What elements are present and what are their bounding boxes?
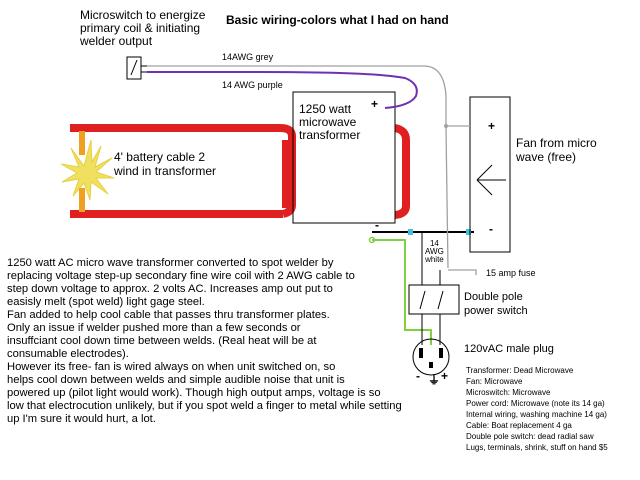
fan-arrow-icon bbox=[476, 164, 506, 196]
diagram-title: Basic wiring-colors what I had on hand bbox=[226, 13, 449, 27]
fuse-line bbox=[448, 269, 477, 275]
purple-wire-label: 14 AWG purple bbox=[222, 80, 283, 90]
cable-right-run bbox=[394, 124, 410, 219]
bus-connector bbox=[408, 229, 413, 235]
plug-icon bbox=[412, 338, 450, 376]
plug-minus: - bbox=[416, 369, 420, 383]
fan-label: Fan from micro wave (free) bbox=[516, 136, 597, 164]
switch-pole-right bbox=[437, 290, 444, 310]
plug-plus: + bbox=[441, 369, 449, 383]
bus-connector-2 bbox=[466, 229, 471, 235]
ground-wire bbox=[372, 239, 432, 345]
description-text: 1250 watt AC micro wave transformer conv… bbox=[7, 257, 402, 425]
fan-box bbox=[469, 96, 511, 253]
grey-wire bbox=[147, 65, 449, 269]
double-pole-switch-box bbox=[408, 284, 460, 315]
spark-icon bbox=[60, 139, 115, 201]
microswitch-label: Microswitch to energize primary coil & i… bbox=[80, 8, 206, 48]
switch-label: Double pole power switch bbox=[464, 291, 528, 317]
parts-list: Transformer: Dead Microwave Fan: Microwa… bbox=[466, 366, 608, 452]
white-wire-label: 14 AWG white bbox=[425, 239, 444, 264]
battery-cable-loop bbox=[70, 124, 410, 219]
plug-label: 120vAC male plug bbox=[464, 343, 554, 355]
transformer-box bbox=[292, 91, 396, 224]
transformer-minus: - bbox=[375, 218, 379, 232]
purple-wire bbox=[147, 71, 418, 109]
lower-electrode bbox=[79, 188, 85, 212]
switch-pole-left bbox=[419, 290, 426, 310]
transformer-plus: + bbox=[371, 97, 379, 111]
microswitch-lever bbox=[130, 59, 138, 76]
fuse-label: 15 amp fuse bbox=[486, 268, 536, 278]
transformer-label: 1250 watt microwave transformer bbox=[299, 102, 361, 142]
microswitch-box bbox=[126, 56, 142, 80]
fan-plus: + bbox=[488, 119, 496, 133]
grey-wire-label: 14AWG grey bbox=[222, 52, 274, 62]
fan-minus: - bbox=[489, 222, 493, 236]
plug-ground-symbol: ⏚ bbox=[428, 373, 441, 387]
cable-upper-run bbox=[70, 124, 296, 218]
upper-electrode bbox=[79, 131, 85, 155]
cable-label: 4' battery cable 2 wind in transformer bbox=[114, 150, 217, 178]
